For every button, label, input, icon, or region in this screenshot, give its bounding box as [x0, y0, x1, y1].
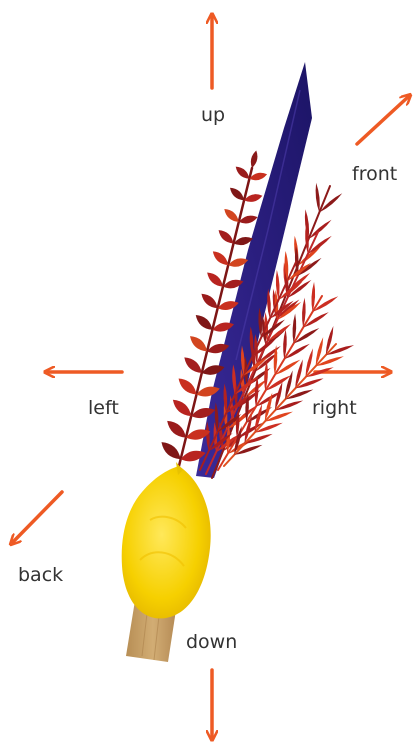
arrow-back-icon [13, 492, 62, 542]
label-right: right [312, 399, 357, 418]
label-front: front [352, 165, 397, 184]
arrow-front-icon [357, 97, 408, 144]
label-back: back [18, 566, 63, 585]
etrog-citron [122, 462, 211, 618]
label-left: left [88, 399, 119, 418]
label-up: up [201, 106, 225, 125]
label-down: down [186, 633, 237, 652]
